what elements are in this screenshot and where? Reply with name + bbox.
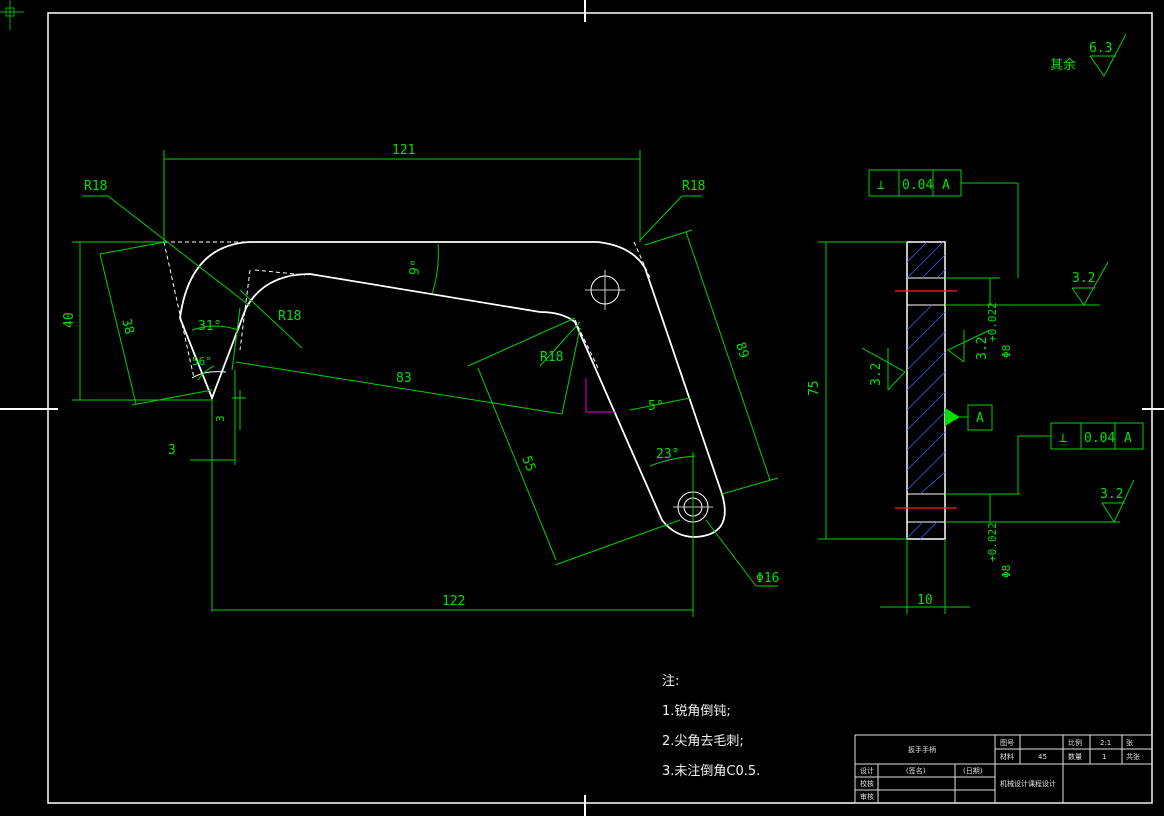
dim-38-text: 38	[118, 317, 137, 336]
note-3: 3.未注倒角C0.5.	[662, 764, 761, 779]
dim-55-text: 55	[518, 454, 538, 474]
tb-material-label: 材料	[1000, 752, 1014, 761]
hole-top	[585, 270, 625, 310]
ucs-icon	[0, 0, 24, 30]
surface-32-a: 3.2	[1072, 271, 1095, 286]
angle-23: 23°	[656, 447, 679, 462]
tol2-value: 0.04	[1084, 431, 1115, 446]
dim-10-text: 10	[917, 593, 933, 608]
dim-75	[818, 241, 907, 540]
tb-design-date: (日期)	[963, 767, 983, 775]
datum-label: A	[976, 411, 984, 426]
surface-32-left: 3.2	[869, 363, 884, 386]
dim-122	[212, 452, 694, 617]
tolerance-frame-1	[868, 169, 1019, 278]
surface-symbol-32-left	[861, 347, 906, 391]
tb-design-name: (签名)	[906, 766, 926, 775]
dim-89-text: 89	[732, 341, 751, 361]
tol1-symbol: ⊥	[877, 178, 885, 193]
angle-9: 9°	[407, 259, 424, 277]
surface-symbol-32-b	[1101, 479, 1135, 524]
tb-audit-label: 审核	[860, 792, 874, 801]
tb-course: 机械设计课程设计	[1000, 779, 1056, 788]
surface-symbol-32-right	[947, 329, 991, 363]
hole-dia-bottom: Φ8	[1000, 565, 1013, 578]
r18-inner: R18	[278, 309, 301, 324]
tol1-value: 0.04	[902, 178, 933, 193]
tol2-datum: A	[1124, 431, 1132, 446]
part-outline	[179, 241, 726, 538]
dim-89	[644, 229, 779, 495]
datum-box	[967, 404, 993, 431]
r18-top-left: R18	[84, 179, 107, 194]
tb-material-value: 45	[1038, 753, 1047, 761]
surface-32-b: 3.2	[1100, 487, 1123, 502]
surface-32-right: 3.2	[975, 337, 990, 360]
dim-10	[880, 539, 970, 614]
r18-middle: R18	[540, 350, 563, 365]
hole-dia-top: Φ8	[1000, 345, 1013, 358]
tol-upper-top: +0.022	[986, 302, 999, 342]
tb-design-label: 设计	[860, 766, 874, 775]
dim-40	[72, 241, 212, 401]
tol2-symbol: ⊥	[1059, 431, 1067, 446]
surface-other-label: 其余	[1050, 57, 1076, 73]
datum-triangle	[945, 408, 960, 426]
dim-3-vertical-text: 3	[214, 415, 227, 422]
side-view	[895, 241, 957, 540]
tb-check-label: 校核	[860, 779, 874, 788]
dim-75-text: 75	[807, 380, 822, 396]
dim-3-horizontal	[190, 370, 236, 612]
tolerance-frame-2	[1017, 422, 1144, 494]
tb-qty-value: 1	[1102, 753, 1106, 761]
part-name: 扳手手柄	[908, 745, 936, 754]
surface-general-value: 6.3	[1089, 41, 1112, 56]
dim-122-text: 122	[442, 594, 465, 609]
outer-border	[47, 12, 1153, 804]
dim-dia16: Φ16	[756, 571, 779, 586]
dim-3-left-text: 3	[168, 443, 176, 458]
title-block	[854, 734, 1153, 804]
r18-top-right: R18	[682, 179, 705, 194]
tb-sheet-of: 共张	[1126, 752, 1140, 761]
tb-scale-label: 比例	[1068, 738, 1082, 747]
dim-121-text: 121	[392, 143, 415, 158]
tb-qty-label: 数量	[1068, 752, 1082, 761]
tb-drawing-no: 图号	[1000, 739, 1014, 747]
tb-sheet: 张	[1126, 738, 1133, 747]
dim-38	[99, 241, 213, 406]
note-1: 1.锐角倒钝;	[662, 704, 731, 719]
note-2: 2.尖角去毛刺;	[662, 734, 744, 749]
tol-upper-bottom: +0.022	[986, 522, 999, 562]
dim-83-text: 83	[396, 371, 412, 386]
tol1-datum: A	[942, 178, 950, 193]
surface-symbol-general	[1089, 33, 1127, 77]
tb-scale-value: 2:1	[1100, 739, 1111, 747]
angle-56: 56°	[192, 355, 212, 368]
dim-40-text: 40	[62, 312, 77, 328]
ucs-small-icon	[585, 378, 615, 413]
surface-symbol-32-a	[1071, 261, 1109, 306]
dim-55	[467, 317, 681, 566]
angle-5: 5°	[648, 399, 664, 414]
dim-83	[231, 307, 581, 415]
angle-31: 31°	[198, 319, 221, 334]
notes-title: 注:	[662, 674, 680, 689]
dim-121	[163, 150, 641, 242]
